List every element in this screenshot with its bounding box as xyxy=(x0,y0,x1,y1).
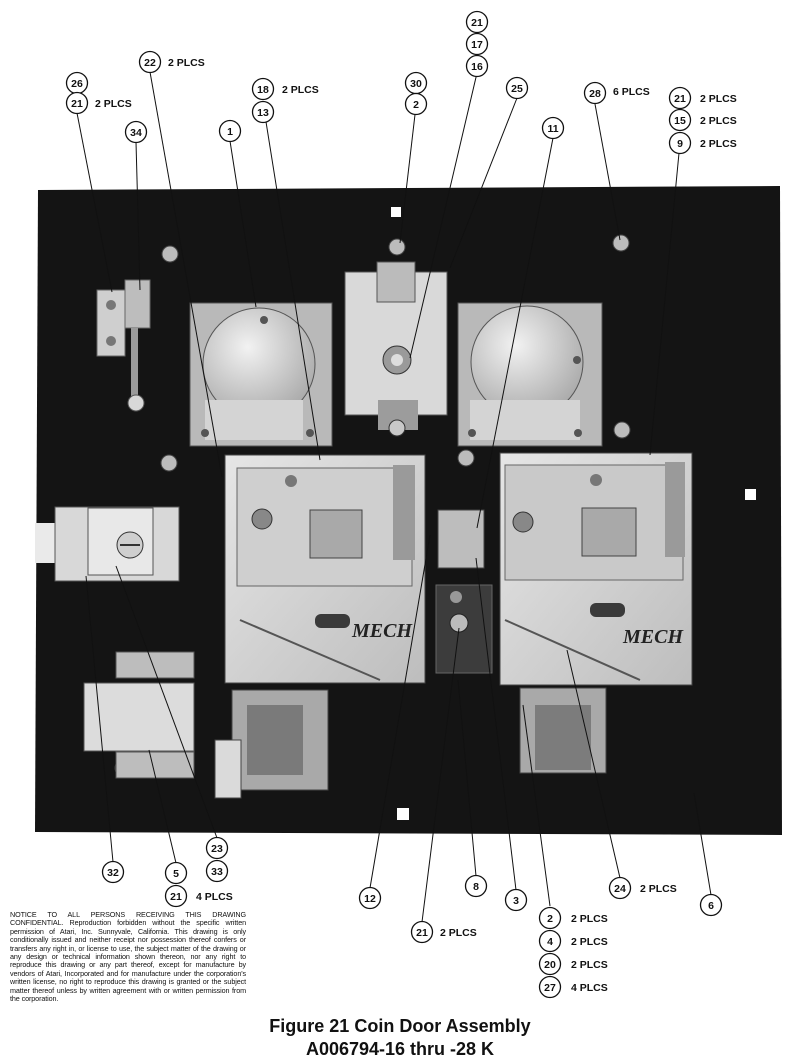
svg-text:21: 21 xyxy=(416,927,428,939)
callout-18: 18 2 PLCS xyxy=(251,77,319,101)
left-coin-return-plate xyxy=(189,302,333,447)
svg-text:8: 8 xyxy=(473,881,479,893)
svg-text:11: 11 xyxy=(547,123,558,135)
callout-17: 17 xyxy=(465,32,489,56)
callout-11: 11 xyxy=(541,116,565,140)
left-coin-mech: MECH xyxy=(224,454,426,684)
callout-21-top-center: 21 xyxy=(465,10,489,34)
svg-text:32: 32 xyxy=(107,867,119,879)
callout-23: 23 xyxy=(205,836,229,860)
figure-part-number: A006794-16 thru -28 K xyxy=(305,1039,495,1059)
figure-title: Figure 21 Coin Door Assembly xyxy=(269,1016,531,1036)
svg-text:22: 22 xyxy=(144,57,156,69)
svg-text:2 PLCS: 2 PLCS xyxy=(700,138,737,150)
coin-door-diagram: MECH MECH xyxy=(35,10,782,999)
svg-text:9: 9 xyxy=(677,138,683,150)
callout-24: 24 2 PLCS xyxy=(608,876,677,900)
callout-27: 27 4 PLCS xyxy=(538,975,608,999)
callout-21-bottom-left: 21 4 PLCS xyxy=(164,884,233,908)
svg-text:26: 26 xyxy=(71,78,83,90)
callout-16: 16 xyxy=(465,54,489,78)
center-lockout-assembly xyxy=(344,261,448,437)
svg-text:21: 21 xyxy=(674,93,686,105)
svg-text:1: 1 xyxy=(227,126,233,138)
svg-text:21: 21 xyxy=(471,17,483,29)
callout-1: 1 xyxy=(218,119,242,143)
svg-text:6: 6 xyxy=(708,900,714,912)
callout-2-bottom: 2 2 PLCS xyxy=(538,906,608,930)
svg-text:2 PLCS: 2 PLCS xyxy=(571,959,608,971)
callout-21-top-right: 21 2 PLCS xyxy=(668,86,737,110)
callout-22: 22 2 PLCS xyxy=(138,50,205,74)
svg-text:30: 30 xyxy=(410,78,422,90)
callout-5: 5 xyxy=(164,861,188,885)
svg-text:34: 34 xyxy=(130,127,142,139)
svg-text:15: 15 xyxy=(674,115,686,127)
callout-34: 34 xyxy=(124,120,148,144)
svg-text:23: 23 xyxy=(211,843,223,855)
svg-text:13: 13 xyxy=(257,107,269,119)
svg-text:2 PLCS: 2 PLCS xyxy=(95,98,132,110)
svg-text:2: 2 xyxy=(547,913,553,925)
callout-21-bottom-center: 21 2 PLCS xyxy=(410,920,477,944)
left-mech-logo: MECH xyxy=(351,620,413,642)
callout-6: 6 xyxy=(699,893,723,917)
callout-25: 25 xyxy=(505,76,529,100)
svg-text:28: 28 xyxy=(589,88,601,100)
svg-text:3: 3 xyxy=(513,895,519,907)
svg-text:18: 18 xyxy=(257,84,269,96)
svg-text:4: 4 xyxy=(547,936,553,948)
svg-text:21: 21 xyxy=(170,891,182,903)
callout-26: 26 xyxy=(65,71,89,95)
callout-12: 12 xyxy=(358,886,382,910)
callout-30: 30 xyxy=(404,71,428,95)
svg-text:20: 20 xyxy=(544,959,556,971)
svg-text:2 PLCS: 2 PLCS xyxy=(440,927,477,939)
svg-text:16: 16 xyxy=(471,61,483,73)
callout-9: 9 2 PLCS xyxy=(668,131,737,155)
svg-text:17: 17 xyxy=(471,39,483,51)
svg-text:33: 33 xyxy=(211,866,223,878)
callout-4: 4 2 PLCS xyxy=(538,929,608,953)
callout-33: 33 xyxy=(205,859,229,883)
svg-text:2 PLCS: 2 PLCS xyxy=(571,936,608,948)
right-coin-return-plate xyxy=(457,302,603,447)
callout-13: 13 xyxy=(251,100,275,124)
callout-2-top: 2 xyxy=(404,92,428,116)
right-coin-mech: MECH xyxy=(499,452,693,686)
center-switch-and-counter xyxy=(435,509,493,674)
svg-text:12: 12 xyxy=(364,893,376,905)
svg-text:25: 25 xyxy=(511,83,523,95)
svg-text:2 PLCS: 2 PLCS xyxy=(640,883,677,895)
svg-text:2 PLCS: 2 PLCS xyxy=(700,115,737,127)
callout-21-top-left: 21 2 PLCS xyxy=(65,91,132,115)
callout-3: 3 xyxy=(504,888,528,912)
leader-lines xyxy=(76,71,712,923)
confidentiality-notice: NOTICE TO ALL PERSONS RECEIVING THIS DRA… xyxy=(10,910,246,1004)
lower-left-bracket xyxy=(83,651,195,779)
svg-text:2 PLCS: 2 PLCS xyxy=(571,913,608,925)
left-lock-housing xyxy=(35,506,180,582)
svg-text:4 PLCS: 4 PLCS xyxy=(196,891,233,903)
svg-text:27: 27 xyxy=(544,982,556,994)
svg-text:6 PLCS: 6 PLCS xyxy=(613,86,650,98)
coin-chute-brackets xyxy=(214,687,607,799)
svg-text:2 PLCS: 2 PLCS xyxy=(168,57,205,69)
lock-bracket-assembly xyxy=(96,279,151,412)
callout-20: 20 2 PLCS xyxy=(538,952,608,976)
svg-text:2: 2 xyxy=(413,99,419,111)
callout-15: 15 2 PLCS xyxy=(668,108,737,132)
svg-text:4 PLCS: 4 PLCS xyxy=(571,982,608,994)
svg-text:5: 5 xyxy=(173,868,179,880)
svg-text:21: 21 xyxy=(71,98,83,110)
callout-28: 28 6 PLCS xyxy=(583,81,650,105)
svg-text:24: 24 xyxy=(614,883,626,895)
svg-text:2 PLCS: 2 PLCS xyxy=(700,93,737,105)
callout-8: 8 xyxy=(464,874,488,898)
right-mech-logo: MECH xyxy=(622,626,684,648)
callout-32: 32 xyxy=(101,860,125,884)
svg-text:2 PLCS: 2 PLCS xyxy=(282,84,319,96)
